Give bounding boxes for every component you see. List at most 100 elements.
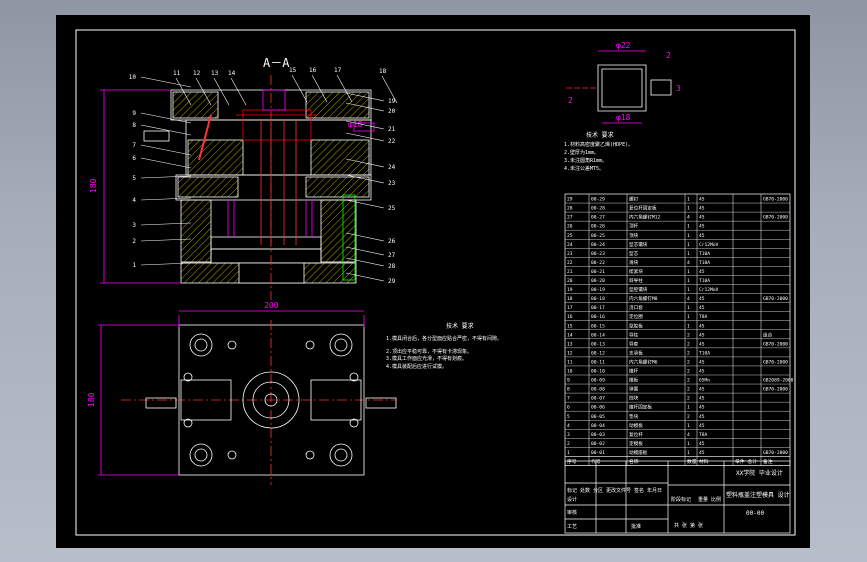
part-number-label: 23: [388, 180, 396, 187]
bom-cell: 00-07: [591, 396, 605, 402]
leader-line: [345, 102, 385, 112]
part-number-label: 7: [132, 142, 136, 149]
screw-hole: [305, 450, 315, 460]
bom-cell: 45: [699, 369, 705, 375]
bom-cell: 00-27: [591, 215, 605, 221]
guide-pin-hole: [329, 443, 353, 467]
bom-cell: 00-06: [591, 405, 605, 411]
bom-cell: 00-24: [591, 242, 605, 248]
bom-cell: 1: [687, 323, 690, 329]
tech-req-mid-heading: 技术 要求: [446, 322, 474, 330]
leader-line: [195, 77, 212, 106]
bom-cell: 00-01: [591, 450, 605, 456]
core-plate: [175, 174, 372, 201]
bom-cell: 45: [699, 359, 705, 365]
bom-cell: 00-11: [591, 359, 605, 365]
bom-cell: 11: [567, 359, 573, 365]
bom-cell: 导套: [629, 340, 639, 347]
drawing-sheet: A－A: [56, 15, 810, 548]
bom-cell: 19: [567, 287, 573, 293]
plan-cylinder-left: [145, 397, 177, 409]
leader-line: [140, 222, 192, 226]
bom-cell: 00-28: [591, 206, 605, 212]
guide-pin-inner: [194, 338, 208, 352]
ejector-retainer: [210, 236, 322, 250]
bom-cell: 内六角螺钉M6: [629, 358, 658, 365]
part-number-label: 4: [132, 197, 136, 204]
bom-cell: 7: [567, 396, 570, 402]
bom-cell: 00-14: [591, 332, 605, 338]
bom-cell: 24: [567, 242, 573, 248]
bom-cell: 复位杆: [629, 431, 643, 438]
bom-cell: 2: [687, 387, 690, 393]
bom-cell: GB70-2000: [763, 359, 788, 365]
cap-inner: [601, 68, 643, 108]
bom-cell: 1: [687, 242, 690, 248]
bom-cell: 20: [567, 278, 573, 284]
bom-cell: 22: [567, 260, 573, 266]
hatch-slider-left: [187, 139, 244, 176]
tech-req-mid-line: 3.模具工作面应光滑，不得有划痕。: [386, 355, 467, 362]
bom-cell: 定位圈: [629, 313, 643, 320]
leader-line: [140, 76, 192, 88]
bom-cell: 动模座板: [629, 449, 648, 456]
bom-cell: 00-10: [591, 369, 605, 375]
bom-cell: 1: [687, 251, 690, 257]
drawing-canvas: A－A: [75, 29, 796, 536]
leader-line: [345, 92, 385, 102]
bom-cell: 45: [699, 215, 705, 221]
bom-cell: 4: [687, 432, 690, 438]
ejector-plate: [210, 248, 322, 264]
plan-slider-left: [180, 379, 232, 421]
bom-cell: 2: [687, 414, 690, 420]
bom-cell: 00-22: [591, 260, 605, 266]
dim-2b: 2: [568, 96, 573, 105]
bom-cell: 00-05: [591, 414, 605, 420]
part-number-label: 9: [132, 110, 136, 117]
guide-pin-inner: [194, 448, 208, 462]
bom-cell: 45: [699, 405, 705, 411]
bom-cell: 23: [567, 251, 573, 257]
bom-cell: 18: [567, 296, 573, 302]
guide-pin-hole: [189, 443, 213, 467]
bom-cell: 1: [687, 441, 690, 447]
bom-cell: 00-15: [591, 323, 605, 329]
tech-req-top-line: 2.壁厚为1mm。: [564, 149, 599, 156]
bom-cell: 1: [687, 405, 690, 411]
leader-line: [345, 199, 385, 209]
hatch-core-right: [305, 176, 370, 198]
bom-cell: 00-26: [591, 224, 605, 230]
part-number-label: 27: [388, 252, 396, 259]
screw-hole: [349, 372, 359, 382]
bom-cell: 内六角螺钉M8: [629, 295, 658, 302]
bom-cell: 2: [567, 441, 570, 447]
angle-pin: [198, 114, 212, 161]
dim-height-text: 180: [89, 178, 98, 193]
title-drawing-name: 塑料瓶盖注塑模具 设计: [726, 491, 790, 499]
bom-cell: 00-20: [591, 278, 605, 284]
part-number-label: 12: [193, 70, 201, 77]
bom-header-cell: 材料: [699, 458, 709, 465]
leader-line: [345, 120, 385, 130]
part-number-label: 25: [388, 205, 396, 212]
bom-cell: 65Mn: [699, 378, 710, 384]
leader-line: [381, 75, 398, 104]
bom-cell: Cr12MoV: [699, 287, 719, 293]
bom-cell: 45: [699, 450, 705, 456]
leader-line: [140, 124, 192, 136]
screw-hole: [305, 340, 315, 350]
part-number-label: 19: [388, 98, 396, 105]
part-number-label: 29: [388, 278, 396, 285]
bom-cell: 1: [687, 423, 690, 429]
plan-locating-ring: [242, 371, 300, 429]
leader-line: [345, 158, 385, 168]
guide-pin-hole: [189, 333, 213, 357]
guide-pin-hole: [329, 333, 353, 357]
tech-req-mid-line: 1.模具闭合后，各分型面应贴合严密，不得有间隙。: [386, 335, 502, 342]
plan-sprue-circle: [252, 381, 290, 419]
drawing-border: [75, 29, 796, 536]
bom-cell: 推杆: [629, 368, 639, 375]
bom-cell: 1: [687, 287, 690, 293]
bom-cell: 00-29: [591, 197, 605, 203]
bom-cell: 动模板: [629, 422, 643, 429]
